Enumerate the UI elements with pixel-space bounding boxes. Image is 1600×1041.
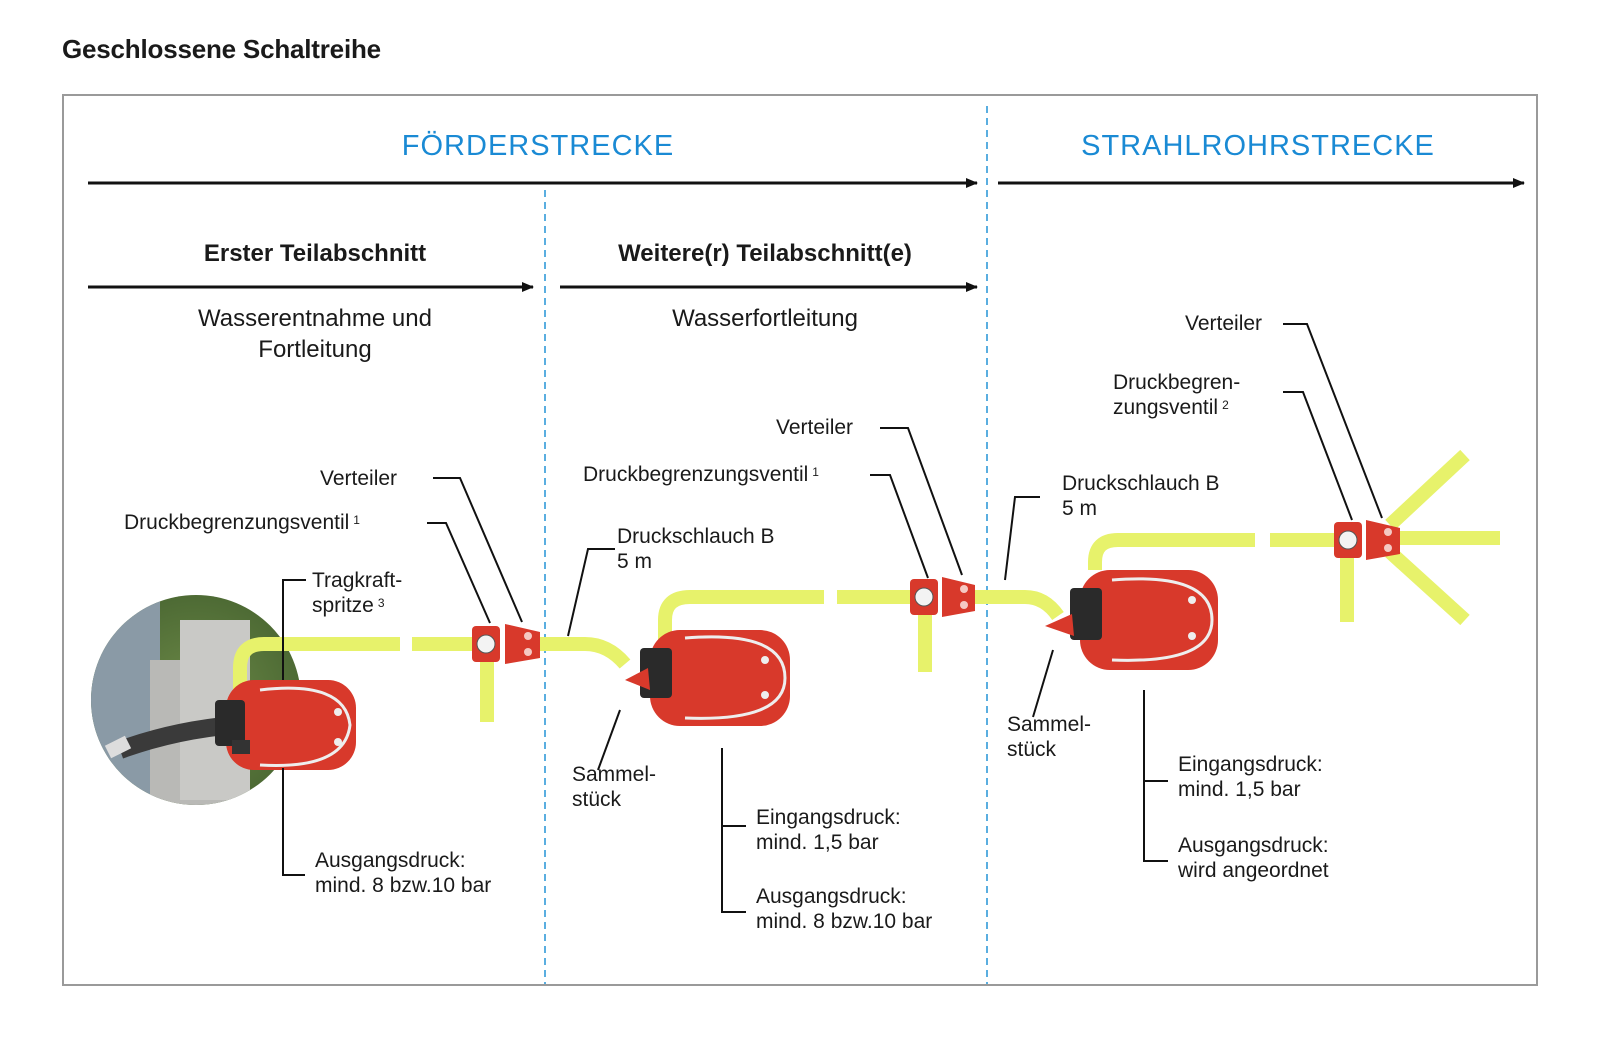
label-druckschlauch-2: Druckschlauch B 5 m [617,524,775,574]
label-verteiler-3: Verteiler [1185,312,1263,335]
label-line: Druckschlauch B [617,525,775,548]
label-line: mind. 8 bzw.10 bar [315,874,492,897]
description-line: Wasserentnahme und [198,305,432,332]
label-line: Sammel- [572,763,657,786]
label-line: Ausgangsdruck: [1178,834,1329,857]
footnote-marker: 1 [812,465,819,479]
label-line: 5 m [1062,497,1098,520]
label-line: Ausgangsdruck: [756,885,907,908]
footnote-marker: 3 [377,596,385,610]
description-line: Wasserfortleitung [672,305,858,332]
label-line: 5 m [617,550,653,573]
label-verteiler-2: Verteiler [776,416,854,439]
pump-2 [625,630,790,726]
subsection-erster-heading: Erster Teilabschnitt [203,240,427,267]
label-line: Druckschlauch B [1062,472,1220,495]
label-line: Tragkraft- [312,569,403,592]
pump-1 [215,680,356,770]
label-text: Druckbegrenzungsventil [583,463,809,486]
label-line: Druckbegren- [1113,371,1241,394]
label-text: zungsventil [1113,396,1219,419]
page-title: Geschlossene Schaltreihe [62,34,381,64]
label-line: Eingangsdruck: [756,806,901,829]
valve-distributor-2 [910,577,975,617]
label-line: stück [572,788,622,811]
section-strahlrohrstrecke: STRAHLROHRSTRECKE [1081,130,1435,162]
label-ausgangsdruck-1: Ausgangsdruck: mind. 8 bzw.10 bar [315,848,491,898]
label-line: Eingangsdruck: [1178,753,1323,776]
label-line: mind. 8 bzw.10 bar [756,910,933,933]
section-foerderstrecke: FÖRDERSTRECKE [401,130,675,162]
label-line: wird angeordnet [1178,859,1329,882]
hose-section-3 [1005,449,1500,626]
label-verteiler-1: Verteiler [320,467,398,490]
subsection-weitere-heading: Weitere(r) Teilabschnitt(e) [618,240,912,267]
description-line: Fortleitung [258,336,372,363]
footnote-marker: 2 [1222,398,1229,412]
subsection-erster-description: Wasserentnahme und Fortleitung [120,303,510,365]
label-line: mind. 1,5 bar [756,831,879,854]
label-ausgangsdruck-3: Ausgangsdruck: wird angeordnet [1178,833,1329,883]
label-line: stück [1007,738,1057,761]
label-eingangsdruck-2: Eingangsdruck: mind. 1,5 bar [756,805,901,855]
label-line: mind. 1,5 bar [1178,778,1301,801]
diagram-frame [62,94,1538,986]
label-ausgangsdruck-2: Ausgangsdruck: mind. 8 bzw.10 bar [756,884,932,934]
pump-3 [1045,570,1218,670]
label-line: Sammel- [1007,713,1092,736]
label-sammelstueck-2: Sammel- stück [572,762,656,812]
hose-section-2 [555,590,1005,672]
label-druckschlauch-3: Druckschlauch B 5 m [1062,471,1220,521]
label-text: spritze [312,594,374,617]
subsection-weitere-description: Wasserfortleitung [565,303,965,334]
leader-lines [282,323,1383,913]
label-text: Druckbegrenzungsventil [124,511,350,534]
valve-distributor-1 [472,624,540,664]
label-line: Ausgangsdruck: [315,849,466,872]
valve-distributor-3 [1334,520,1400,560]
label-eingangsdruck-3: Eingangsdruck: mind. 1,5 bar [1178,752,1323,802]
footnote-marker: 1 [353,513,360,527]
label-sammelstueck-3: Sammel- stück [1007,712,1091,762]
